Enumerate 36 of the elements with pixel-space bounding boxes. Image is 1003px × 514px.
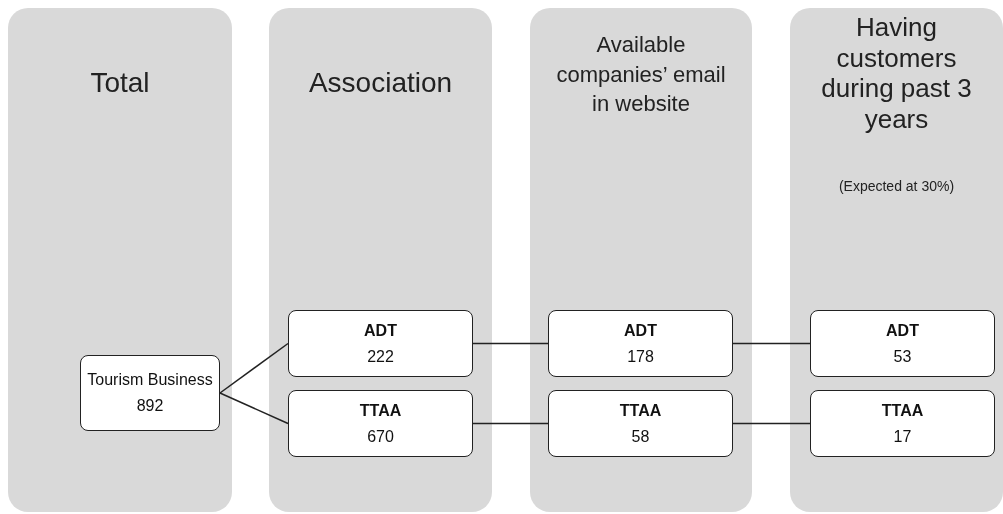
column-panel: [790, 8, 1003, 512]
connector-line: [732, 342, 811, 345]
column-panel: [8, 8, 232, 512]
count-box: [80, 355, 220, 431]
count-value: 17: [893, 427, 912, 446]
count-box: [548, 310, 733, 377]
connector-line: [219, 342, 289, 394]
column-heading: Association: [307, 66, 454, 100]
column-heading: Having customers during past 3 years: [820, 12, 973, 135]
count-value: 58: [631, 427, 650, 446]
box-title: TTAA: [359, 401, 402, 420]
count-value: 178: [627, 347, 654, 366]
count-value: 222: [367, 347, 394, 366]
box-title: ADT: [624, 321, 657, 340]
count-value: 670: [367, 427, 394, 446]
count-box: [810, 310, 995, 377]
box-title: TTAA: [619, 401, 662, 420]
count-box: [288, 310, 473, 377]
connector-line: [219, 392, 289, 425]
connector-line: [472, 342, 549, 345]
column-panel: [530, 8, 752, 512]
count-value: 892: [136, 397, 164, 415]
box-title: ADT: [886, 321, 919, 340]
count-box: [288, 390, 473, 457]
column-heading: Total: [89, 66, 151, 100]
column-heading: Available companies’ email in website: [555, 31, 727, 119]
box-title: ADT: [364, 321, 397, 340]
column-note: (Expected at 30%): [837, 178, 956, 195]
column-panel: [269, 8, 492, 512]
box-title: Tourism Business: [87, 371, 213, 389]
box-title: TTAA: [881, 401, 924, 420]
count-value: 53: [893, 347, 912, 366]
count-box: [548, 390, 733, 457]
count-box: [810, 390, 995, 457]
connector-line: [732, 422, 811, 425]
connector-line: [472, 422, 549, 425]
